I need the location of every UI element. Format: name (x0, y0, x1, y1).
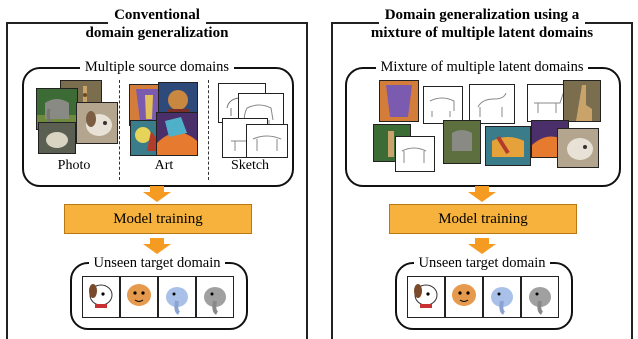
cartoon-elephant-icon (491, 287, 513, 315)
mixed-elephant-photo-thumb (443, 120, 481, 164)
right-title-line2: mixture of multiple latent domains (364, 24, 600, 42)
giraffe-sketch-icon (231, 124, 260, 151)
mixed-sketch-thumb-2 (469, 84, 515, 124)
source-domains-label: Multiple source domains (6, 59, 308, 75)
cartoon-dog-icon (414, 284, 438, 308)
art-painting-icon (486, 127, 530, 165)
left-panel-title: Conventional domain generalization (6, 6, 308, 42)
right-panel: Domain generalization using a mixture of… (331, 0, 633, 339)
divider-2 (208, 80, 209, 180)
horse-sketch-icon (534, 90, 565, 113)
photo-label: Photo (57, 158, 91, 173)
elephant-photo-icon (444, 121, 480, 163)
dog-photo-icon (77, 103, 117, 143)
elephant-sketch-icon (429, 97, 455, 117)
cartoon-elephant-thumb-2 (521, 276, 559, 318)
cartoon-elephant-thumb (158, 276, 196, 318)
sketch-label: Sketch (230, 158, 270, 173)
left-title-line1: Conventional (108, 6, 206, 24)
sketch-animal-thumb (246, 124, 288, 158)
down-arrow-icon (143, 186, 171, 202)
dog-photo-icon (39, 123, 75, 153)
divider-1 (119, 80, 120, 180)
cartoon-dog-icon (89, 284, 113, 308)
model-training-box: Model training (64, 204, 252, 234)
cartoon-dog-icon (452, 284, 476, 306)
photo-dog-thumb (76, 102, 118, 144)
down-arrow-icon (468, 186, 496, 202)
mixed-photo-thumb (563, 80, 601, 122)
mixed-art-thumb (379, 80, 419, 122)
art-colorful-thumb (156, 112, 198, 156)
mixed-dog-photo-thumb (557, 128, 599, 168)
mixed-sketch-thumb-4 (395, 136, 435, 172)
horse-sketch-icon (477, 92, 507, 117)
down-arrow-icon (468, 238, 496, 254)
cartoon-dog-icon (127, 284, 151, 306)
cartoon-dog-thumb-2 (445, 276, 483, 318)
cartoon-elephant-thumb (483, 276, 521, 318)
art-label: Art (154, 158, 174, 173)
target-domain-label: Unseen target domain (6, 255, 308, 271)
cartoon-elephant-icon (529, 287, 551, 315)
cartoon-elephant-icon (204, 287, 226, 315)
art-painting-icon (157, 113, 197, 155)
cartoon-dog-thumb (82, 276, 120, 318)
left-title-line2: domain generalization (79, 24, 235, 42)
left-panel: Conventional domain generalization Multi… (6, 0, 308, 339)
horse-sketch-icon (252, 135, 282, 151)
cartoon-elephant-icon (166, 287, 188, 315)
dog-photo-icon (558, 129, 598, 167)
art-painting-icon (380, 81, 418, 121)
right-panel-title: Domain generalization using a mixture of… (331, 6, 633, 42)
cartoon-dog-thumb-2 (120, 276, 158, 318)
cartoon-dog-thumb (407, 276, 445, 318)
model-training-box: Model training (389, 204, 577, 234)
mixed-sketch-thumb (423, 86, 463, 124)
elephant-sketch-icon (401, 147, 427, 163)
giraffe-photo-icon (564, 81, 600, 121)
photo-dog-thumb-2 (38, 122, 76, 154)
down-arrow-icon (143, 238, 171, 254)
target-domain-label: Unseen target domain (331, 255, 633, 271)
right-title-line1: Domain generalization using a (378, 6, 586, 24)
mixed-art-thumb-2 (485, 126, 531, 166)
mixture-domains-label: Mixture of multiple latent domains (331, 59, 633, 75)
cartoon-elephant-thumb-2 (196, 276, 234, 318)
